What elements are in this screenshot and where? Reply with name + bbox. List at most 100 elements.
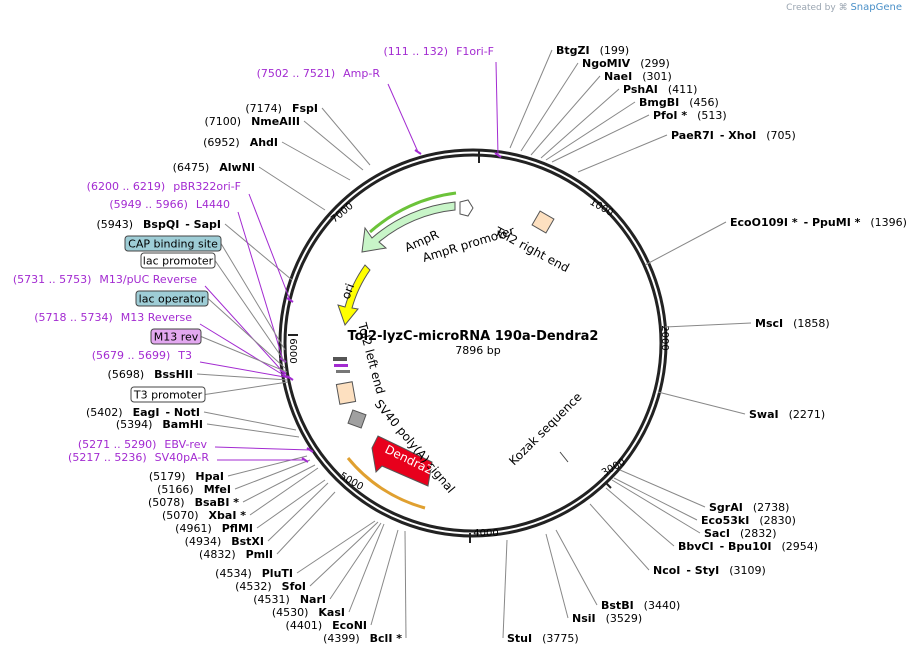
site-label[interactable]: (4961)PflMI — [175, 522, 253, 535]
site-label[interactable]: NcoI- StyI(3109) — [653, 564, 766, 577]
m13-feature-marks — [334, 364, 348, 367]
site-label[interactable]: NgoMIV(299) — [582, 57, 670, 70]
primer-name: T3 — [177, 349, 192, 362]
site-name: BmgBI — [639, 96, 679, 109]
site-label[interactable]: (5943)BspQI- SapI — [96, 218, 221, 231]
tick-label-4000: 4000 — [473, 528, 498, 539]
feature-label-box[interactable] — [135, 290, 209, 307]
site-label[interactable]: (5698)BssHII — [108, 368, 193, 381]
site-label[interactable]: (5402)EagI- NotI — [86, 406, 200, 419]
site-position: (5943) — [96, 218, 133, 231]
site-leader-line — [329, 522, 382, 600]
site-label[interactable]: (4534)PluTI — [215, 567, 293, 580]
site-position: (4832) — [199, 548, 236, 561]
primer-marker — [301, 457, 309, 463]
primer-label[interactable]: (5731 .. 5753)M13/pUC Reverse — [13, 273, 197, 286]
primer-range: (6200 .. 6219) — [87, 180, 166, 193]
site-label[interactable]: (4934)BstXI — [185, 535, 264, 548]
primer-range: (111 .. 132) — [384, 45, 449, 58]
site-name: XbaI * — [209, 509, 247, 522]
site-label[interactable]: MscI(1858) — [755, 317, 830, 330]
site-label[interactable]: (7100)NmeAIII — [205, 115, 301, 128]
site-name: PshAI — [623, 83, 658, 96]
site-label[interactable]: BstBI(3440) — [601, 599, 680, 612]
site-position: (2738) — [753, 501, 790, 514]
site-label[interactable]: (7174)FspI — [245, 102, 318, 115]
ori-arrow[interactable] — [337, 264, 371, 327]
site-name-2: - NotI — [165, 406, 200, 419]
feature-leader-line — [220, 243, 286, 351]
primer-name: Amp-R — [343, 67, 380, 80]
site-label[interactable]: SacI(2832) — [704, 527, 777, 540]
site-name: BstXI — [231, 535, 264, 548]
site-label[interactable]: BtgZI(199) — [556, 44, 629, 57]
feature-label-box[interactable] — [150, 328, 202, 345]
site-leader-line — [206, 423, 300, 438]
site-label[interactable]: BmgBI (456) — [639, 96, 719, 109]
feature-label-box[interactable] — [124, 235, 222, 252]
primer-label[interactable]: (7502 .. 7521)Amp-R — [257, 67, 381, 80]
site-label[interactable]: (4399)BclI * — [323, 632, 402, 645]
dendra2-outer-arc — [346, 457, 426, 510]
ampr-arrow[interactable] — [361, 201, 456, 253]
site-label[interactable]: NsiI(3529) — [572, 612, 642, 625]
site-label[interactable]: (6475)AlwNI — [173, 161, 255, 174]
site-label[interactable]: PshAI(411) — [623, 83, 697, 96]
site-label[interactable]: NaeI(301) — [604, 70, 672, 83]
site-label[interactable]: PfoI *(513) — [653, 109, 727, 122]
primer-label[interactable]: (5271 .. 5290)EBV-rev — [78, 438, 208, 451]
site-position: (3529) — [606, 612, 643, 625]
primer-label[interactable]: (5718 .. 5734)M13 Reverse — [34, 311, 192, 324]
sv40-box[interactable] — [347, 409, 367, 429]
primer-label[interactable]: (111 .. 132)F1ori-F — [384, 45, 495, 58]
site-name: PflMI — [222, 522, 253, 535]
site-leader-line — [227, 455, 308, 477]
tol2-left-box[interactable] — [335, 381, 357, 405]
site-label[interactable]: (4532)SfoI — [235, 580, 306, 593]
kozak-label: Kozak sequence — [506, 390, 584, 468]
site-label[interactable]: PaeR7I- XhoI(705) — [671, 129, 796, 142]
kozak-mark — [559, 451, 569, 463]
site-label[interactable]: (4832)PmlI — [199, 548, 273, 561]
site-leader-line — [258, 166, 326, 211]
site-label[interactable]: (4531)NarI — [253, 593, 326, 606]
site-label[interactable]: (6952)AhdI — [203, 136, 278, 149]
site-name: MscI — [755, 317, 783, 330]
site-label[interactable]: (5179)HpaI — [149, 470, 224, 483]
site-position: (5078) — [148, 496, 185, 509]
feature-leader-line — [214, 260, 286, 363]
site-label[interactable]: (5078)BsaBI * — [148, 496, 239, 509]
site-label[interactable]: (4401)EcoNI — [286, 619, 367, 632]
site-label[interactable]: (5394)BamHI — [116, 418, 203, 431]
site-position: (5402) — [86, 406, 123, 419]
tol2-right-box[interactable] — [531, 210, 555, 234]
site-name: SfoI — [282, 580, 306, 593]
site-name: BtgZI — [556, 44, 590, 57]
primer-label[interactable]: (5679 .. 5699)T3 — [92, 349, 192, 362]
ampr-promoter-arrow[interactable] — [459, 199, 474, 217]
site-label[interactable]: Eco53kI(2830) — [701, 514, 796, 527]
primer-label[interactable]: (5949 .. 5966)L4440 — [109, 198, 230, 211]
feature-label-box[interactable] — [140, 252, 216, 269]
backbone-inner — [283, 153, 663, 533]
watermark-brand: SnapGene — [850, 2, 902, 13]
site-position: (456) — [689, 96, 719, 109]
site-label[interactable]: EcoO109I *- PpuMI *(1396) — [730, 216, 907, 229]
dendra2-arrow[interactable] — [371, 435, 433, 487]
site-position: (6475) — [173, 161, 210, 174]
site-name: EcoO109I * — [730, 216, 798, 229]
site-label[interactable]: SgrAI(2738) — [709, 501, 789, 514]
site-label[interactable]: StuI(3775) — [507, 632, 579, 645]
site-position: (5179) — [149, 470, 186, 483]
site-label[interactable]: SwaI(2271) — [749, 408, 825, 421]
primer-label[interactable]: (5217 .. 5236)SV40pA-R — [68, 451, 209, 464]
feature-label-box[interactable] — [130, 386, 206, 403]
site-label[interactable]: (5166)MfeI — [157, 483, 231, 496]
tick-label-2000: 2000 — [659, 325, 670, 350]
site-label[interactable]: (4530)KasI — [272, 606, 345, 619]
site-label[interactable]: (5070)XbaI * — [162, 509, 246, 522]
snapgene-watermark: Created by ⌘ SnapGene — [786, 2, 902, 13]
site-label[interactable]: BbvCI- Bpu10I(2954) — [678, 540, 818, 553]
site-name: AhdI — [250, 136, 278, 149]
primer-label[interactable]: (6200 .. 6219)pBR322ori-F — [87, 180, 241, 193]
